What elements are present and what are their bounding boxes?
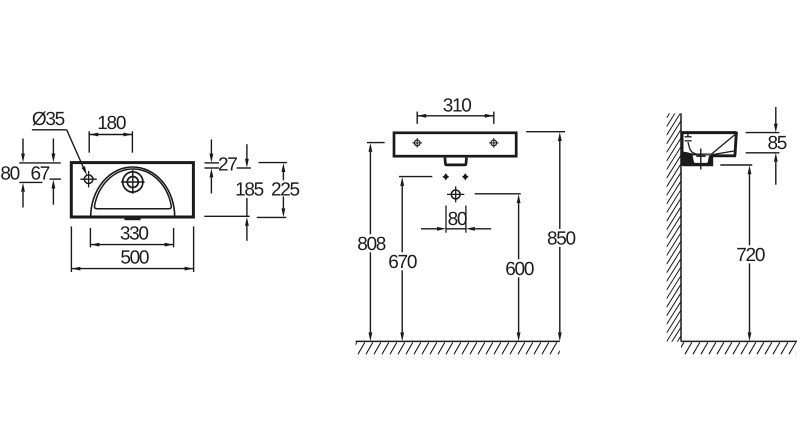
svg-text:185: 185 <box>235 180 264 201</box>
svg-text:808: 808 <box>357 234 386 255</box>
svg-text:80: 80 <box>448 209 467 230</box>
svg-text:Ø35: Ø35 <box>32 109 65 130</box>
svg-text:310: 310 <box>443 95 472 116</box>
svg-text:500: 500 <box>120 248 149 269</box>
svg-text:67: 67 <box>31 164 50 185</box>
svg-text:670: 670 <box>388 252 417 273</box>
svg-text:27: 27 <box>218 155 237 176</box>
svg-text:600: 600 <box>505 259 534 280</box>
svg-text:225: 225 <box>271 180 300 201</box>
svg-text:850: 850 <box>547 228 576 249</box>
svg-text:330: 330 <box>120 224 149 245</box>
svg-text:720: 720 <box>736 245 765 266</box>
svg-text:180: 180 <box>97 113 126 134</box>
svg-text:85: 85 <box>768 133 787 154</box>
svg-text:80: 80 <box>0 164 19 185</box>
